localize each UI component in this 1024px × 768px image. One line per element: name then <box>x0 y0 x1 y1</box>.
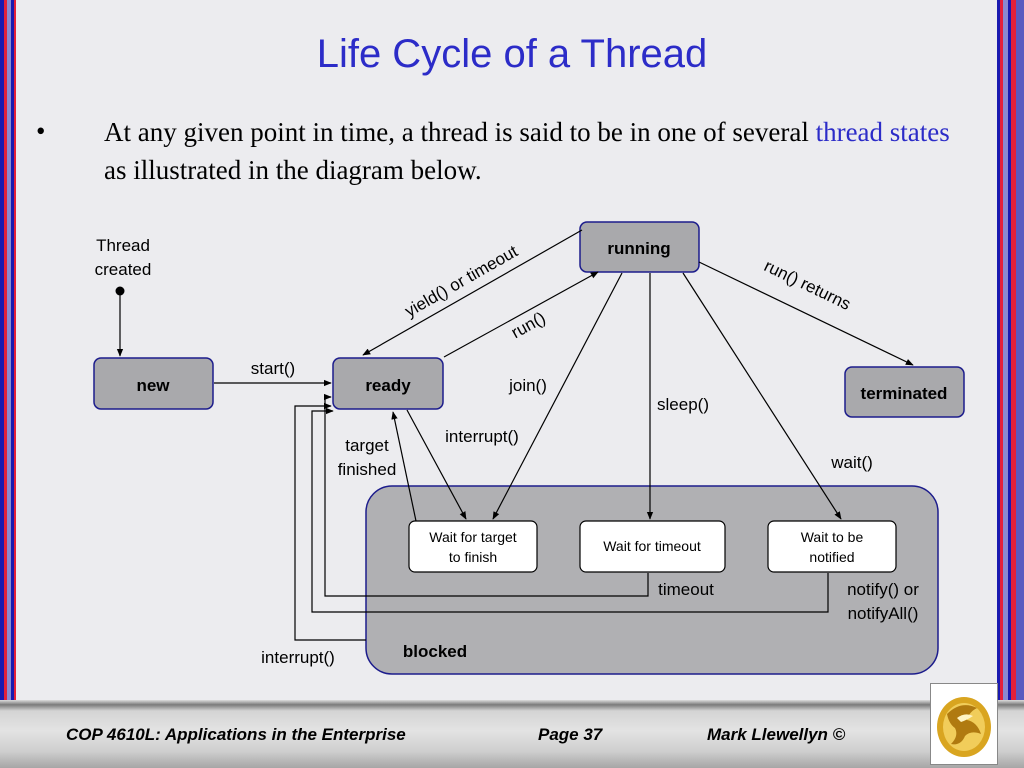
left-border-stripe <box>7 0 11 768</box>
state-ready <box>332 357 444 410</box>
label-yield-or-timeout: yield() or timeout <box>402 241 522 320</box>
wait-notified-label-line2: notified <box>809 549 854 565</box>
label-notify-line1: notify() or <box>847 580 919 599</box>
bullet-symbol: • <box>36 116 46 146</box>
arrow-notify-return <box>311 407 829 613</box>
footer-bar <box>0 700 1024 768</box>
arrow-yield-or-timeout <box>362 229 583 356</box>
right-border-stripe <box>1000 0 1003 768</box>
state-running <box>579 221 700 273</box>
footer-author: Mark Llewellyn © <box>707 725 846 744</box>
wait-target-label-line2: to finish <box>449 549 497 565</box>
state-label-new: new <box>136 376 170 395</box>
label-sleep: sleep() <box>657 395 709 414</box>
thread-created-label-line1: Thread <box>96 236 150 255</box>
right-border-stripe <box>1008 0 1011 768</box>
arrow-target-finished <box>391 411 417 522</box>
bullet-text-after: as illustrated in the diagram below. <box>104 155 482 185</box>
wait-timeout-label: Wait for timeout <box>603 538 701 554</box>
left-border-stripe <box>0 0 4 768</box>
wait-notified-label-line1: Wait to be <box>801 529 864 545</box>
arrow-interrupt-outer <box>294 402 366 641</box>
state-label-ready: ready <box>365 376 411 395</box>
arrow-interrupt-inner <box>406 409 467 520</box>
wait-target-label-line1: Wait for target <box>429 529 517 545</box>
left-border-stripe <box>14 0 16 768</box>
right-border-stripe <box>1011 0 1016 768</box>
right-border-stripe <box>997 0 1000 768</box>
thread-created-label-line2: created <box>95 260 152 279</box>
thread-created-dot <box>115 286 125 296</box>
bullet-text-before: At any given point in time, a thread is … <box>104 117 809 147</box>
right-border-stripe <box>1016 0 1024 768</box>
label-timeout: timeout <box>658 580 714 599</box>
state-label-blocked: blocked <box>403 642 467 661</box>
label-target-finished-line1: target <box>345 436 389 455</box>
label-interrupt-outer: interrupt() <box>261 648 335 667</box>
label-target-finished-line2: finished <box>338 460 397 479</box>
footer-page: Page 37 <box>538 725 603 744</box>
label-notify-line2: notifyAll() <box>848 604 919 623</box>
arrow-wait <box>682 272 842 520</box>
label-run: run() <box>508 308 549 342</box>
left-border-stripe <box>11 0 14 768</box>
right-border-stripe <box>1003 0 1008 768</box>
state-label-terminated: terminated <box>861 384 948 403</box>
state-label-running: running <box>607 239 670 258</box>
label-interrupt-inner: interrupt() <box>445 427 519 446</box>
label-join: join() <box>508 376 547 395</box>
arrow-timeout-return <box>323 393 649 597</box>
logo-box <box>930 683 998 765</box>
bullet-text: At any given point in time, a thread is … <box>104 113 964 189</box>
state-new <box>93 357 214 410</box>
pegasus-logo-icon <box>937 697 991 757</box>
footer-course: COP 4610L: Applications in the Enterpris… <box>66 725 406 744</box>
label-wait: wait() <box>830 453 873 472</box>
arrow-join <box>492 272 623 520</box>
slide-title: Life Cycle of a Thread <box>316 32 708 76</box>
arrow-run-returns <box>698 261 914 366</box>
state-terminated <box>844 366 965 418</box>
left-border-stripe <box>4 0 7 768</box>
arrow-run <box>443 271 599 358</box>
wait-for-target-box <box>408 520 538 573</box>
label-start: start() <box>251 359 295 378</box>
label-run-returns: run() returns <box>761 256 854 314</box>
bullet-text-highlight: thread states <box>815 117 950 147</box>
thread-lifecycle-diagram: blocked new ready running terminated Wai… <box>93 221 965 675</box>
wait-for-timeout-box <box>579 520 726 573</box>
wait-to-be-notified-box <box>767 520 897 573</box>
